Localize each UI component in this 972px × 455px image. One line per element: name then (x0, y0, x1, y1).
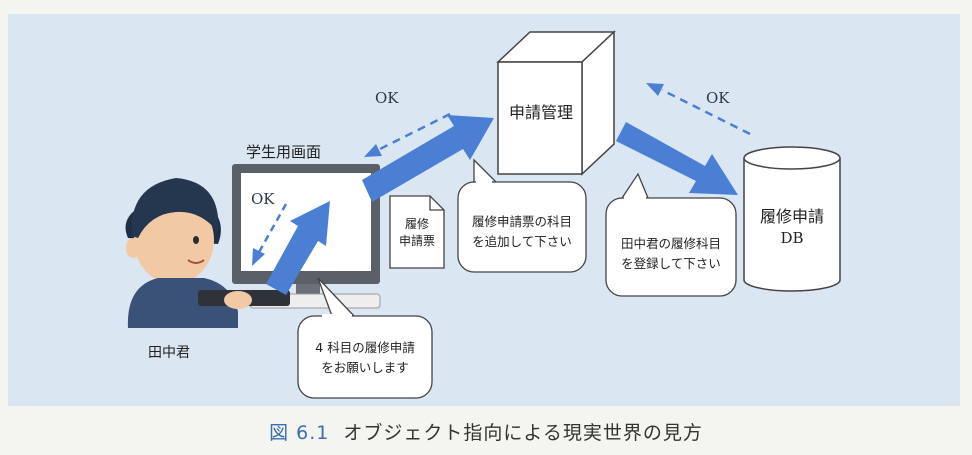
ok-label-screen-to-student: OK (251, 190, 275, 208)
form-label-line2: 申請票 (398, 234, 435, 248)
bubble-text-student: 4 科目の履修申請 をお願いします (298, 338, 432, 378)
speech-bubble-screen (457, 158, 587, 273)
student-figure (125, 178, 290, 328)
db-label: 履修申請 DB (744, 203, 840, 247)
bubble-student-line2: をお願いします (321, 360, 409, 375)
speech-bubble-student (297, 277, 433, 399)
bubble-text-screen: 履修申請票の科目 を追加して下さい (458, 212, 586, 252)
db-label-line2: DB (780, 229, 804, 247)
figure-number: 図 6.1 (269, 422, 330, 444)
dashed-arrowhead-manager-to-screen (364, 144, 382, 157)
form-label-line1: 履修 (404, 217, 429, 231)
figure-caption: 図 6.1 オブジェクト指向による現実世界の見方 (0, 418, 972, 445)
bubble-screen-line2: を追加して下さい (472, 234, 572, 249)
arrow-manager-to-db (616, 122, 738, 195)
arrow-student-to-screen (266, 201, 330, 295)
ok-label-manager-to-screen: OK (375, 89, 399, 107)
db-label-line1: 履修申請 (759, 207, 824, 226)
dashed-arrow-db-to-manager (661, 88, 751, 136)
form-label: 履修 申請票 (390, 216, 444, 250)
dashed-arrowhead-db-to-manager (646, 83, 664, 96)
dashed-arrowhead-screen-to-student (252, 248, 265, 266)
figure-title: オブジェクト指向による現実世界の見方 (343, 422, 703, 444)
student-label: 田中君 (148, 345, 190, 361)
bubble-manager-line1: 田中君の履修科目 (620, 236, 721, 251)
bubble-student-line1: 4 科目の履修申請 (315, 340, 415, 355)
speech-bubble-manager (605, 172, 737, 297)
screen-label: 学生用画面 (246, 143, 322, 161)
dashed-arrow-screen-to-student (256, 203, 288, 255)
bubble-text-manager: 田中君の履修科目 を登録して下さい (606, 234, 736, 274)
bubble-manager-line2: を登録して下さい (621, 256, 721, 271)
application-form-icon (389, 195, 445, 269)
bubble-screen-line1: 履修申請票の科目 (471, 214, 572, 229)
manager-cube (496, 30, 616, 176)
manager-label: 申請管理 (508, 103, 573, 122)
arrow-screen-to-manager (362, 115, 494, 202)
ok-label-db-to-manager: OK (706, 89, 730, 107)
database-cylinder (743, 146, 841, 292)
